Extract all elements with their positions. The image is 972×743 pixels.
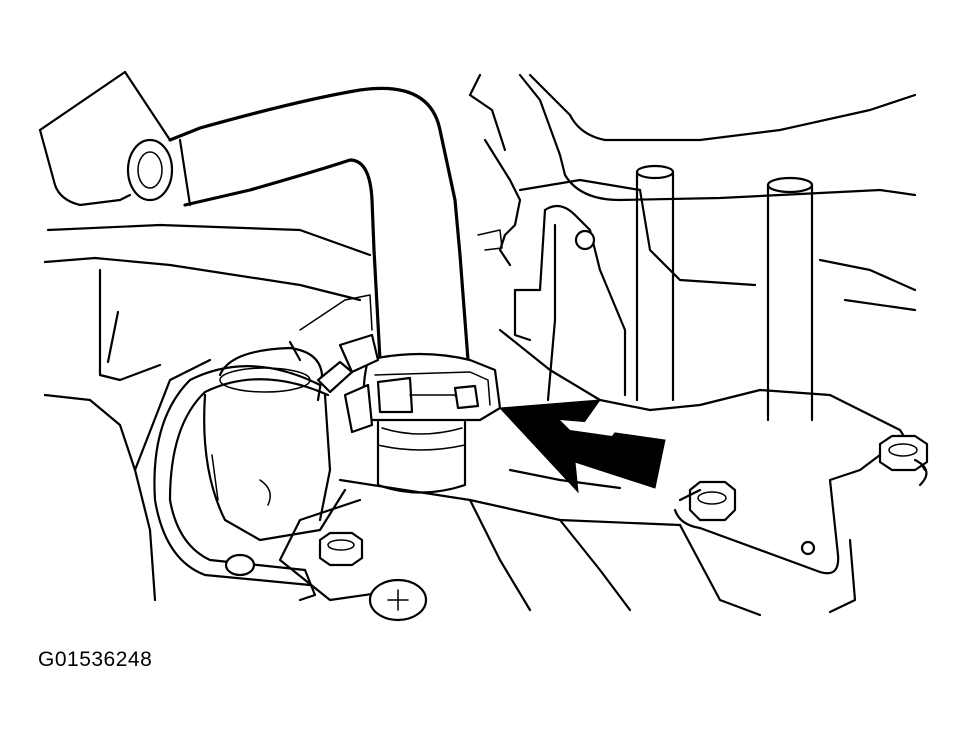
lower-pipe-fitting (376, 420, 467, 494)
round-cap-component (203, 340, 347, 542)
wire-harness (153, 365, 332, 602)
bolt-bottom (368, 578, 428, 622)
upper-left-pipe (38, 70, 174, 207)
figure-id-label: G01536248 (38, 648, 153, 671)
bolt-left (318, 531, 364, 567)
coolant-hose (168, 86, 503, 362)
bolt-right (878, 434, 929, 472)
lower-housing (278, 328, 927, 617)
callout-arrow (498, 399, 666, 494)
bolt-lower-left (224, 553, 256, 577)
bolt-center (688, 480, 737, 522)
electrical-connector (299, 294, 380, 434)
engine-body-outline (43, 73, 917, 602)
mounting-plate (673, 453, 928, 575)
hose-clamp (362, 352, 502, 422)
right-bracket (513, 204, 627, 402)
vertical-pipes (635, 164, 814, 422)
